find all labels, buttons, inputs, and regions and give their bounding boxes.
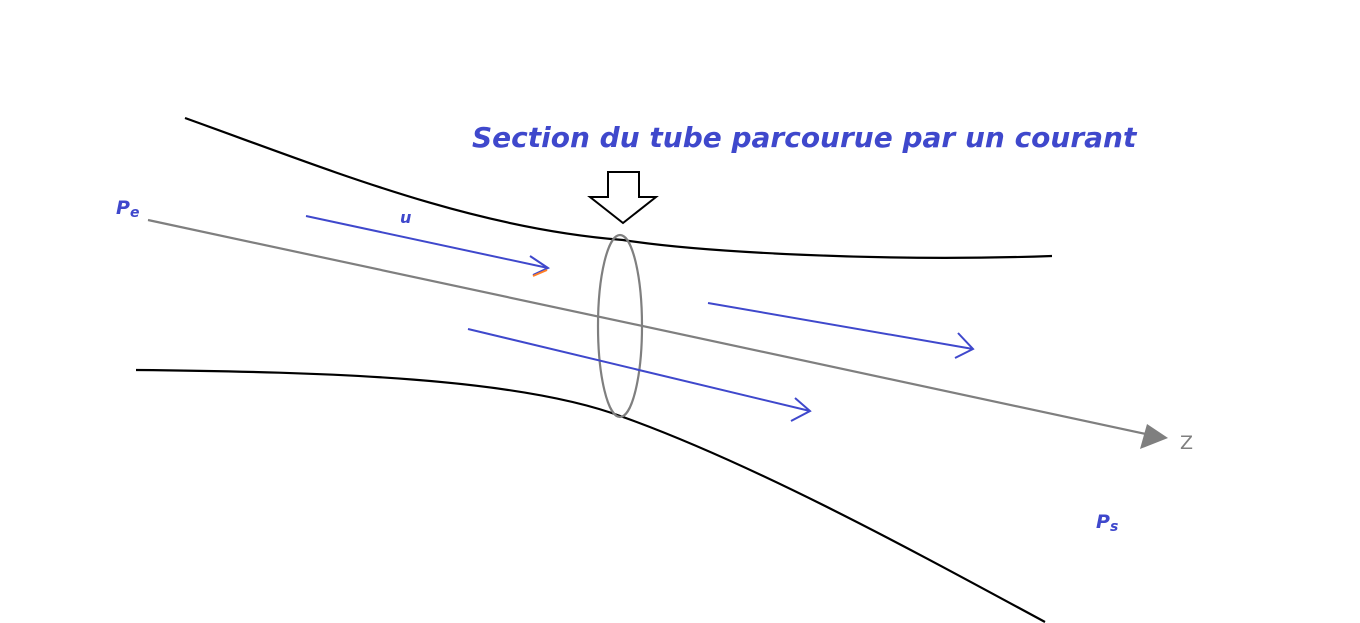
tube-wall-upper [184,116,1053,259]
diagram-title: Section du tube parcourue par un courant [472,121,1138,154]
velocity-arrow-u-accent [532,269,548,277]
z-axis-arrowhead-icon [1140,424,1168,449]
velocity-label-u: u [400,208,411,227]
velocity-arrow-u-shaft [305,215,549,269]
velocity-arrow-u-head-icon [529,255,551,276]
section-pointer-arrow-icon [587,171,659,225]
pressure-in-label: Pe [116,197,139,221]
pressure-in-main: P [116,197,130,219]
pressure-out-label: Ps [1096,511,1118,535]
flow-arrow-lower-head-icon [790,397,812,422]
pressure-in-sub: e [130,205,140,221]
flow-arrow-right-shaft [707,302,974,350]
cross-section-ellipse-icon [596,233,644,419]
z-axis-line [147,218,1147,436]
z-axis-label: Z [1180,432,1193,454]
flow-arrow-lower-shaft [467,328,811,412]
flow-arrow-right-head-icon [954,332,975,359]
pressure-out-sub: s [1110,519,1118,535]
pressure-out-main: P [1096,511,1110,533]
tube-wall-lower [135,368,1046,623]
